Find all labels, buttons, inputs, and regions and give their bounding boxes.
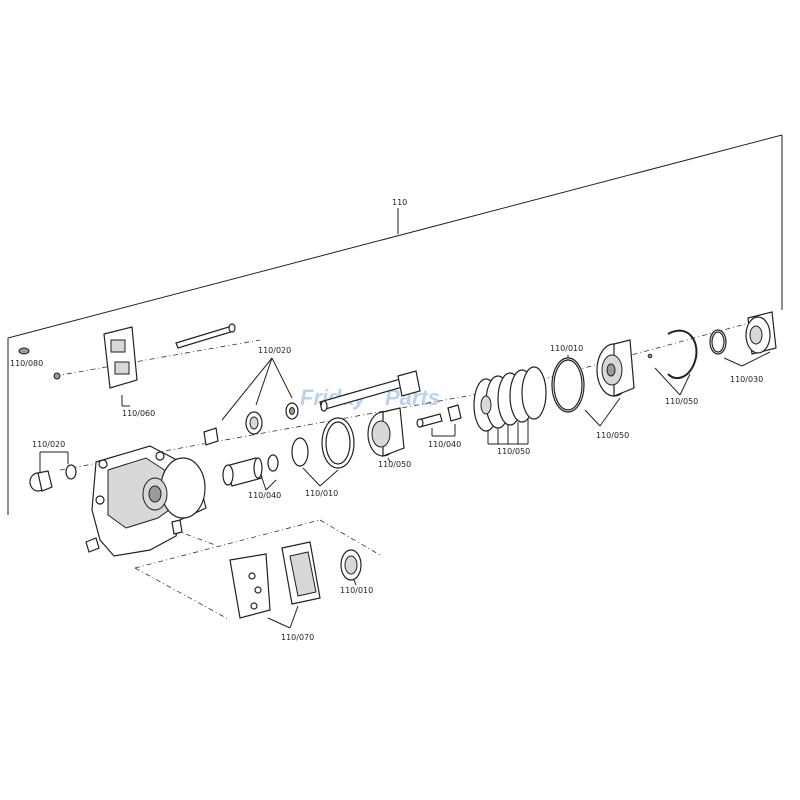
part-110-040-sleeve: [222, 454, 279, 491]
part-110-060-group: [53, 323, 236, 407]
label-110-060: 110/060: [122, 409, 155, 418]
part-110-040-pin: [416, 404, 462, 437]
group-110-bracket: [7, 134, 783, 515]
label-110-040-mid: 110/040: [248, 491, 281, 500]
label-110-010-mid: 110/010: [305, 489, 338, 498]
part-110-020-group: [203, 357, 299, 446]
label-110: 110: [392, 198, 407, 207]
part-110-010-rings: [291, 417, 355, 487]
label-110-050-a: 110/050: [378, 460, 411, 469]
part-110-050-piston: [367, 407, 405, 463]
part-110-010-seal: [340, 549, 362, 586]
part-110-020-bushing: [29, 451, 77, 492]
part-110-050-snap-ring: [647, 329, 698, 396]
part-caliper-housing: [85, 445, 207, 557]
label-110-080: 110/080: [10, 359, 43, 368]
label-110-050-d: 110/050: [665, 397, 698, 406]
label-110-070: 110/070: [281, 633, 314, 642]
part-110-050-disc-stack: [473, 366, 547, 445]
part-110-070-brake-pads: [229, 541, 321, 629]
part-110-030-nut: [709, 311, 777, 367]
part-110-050-cup: [584, 339, 635, 427]
label-110-050-c: 110/050: [596, 431, 629, 440]
label-110-020-left: 110/020: [32, 440, 65, 449]
part-long-bolt: [319, 370, 421, 412]
part-110-010-large-ring: [551, 355, 585, 413]
label-110-040-b: 110/040: [428, 440, 461, 449]
label-110-050-b: 110/050: [497, 447, 530, 456]
label-110-020-top: 110/020: [258, 346, 291, 355]
part-110-080-plug: [18, 347, 30, 355]
label-110-010-low: 110/010: [340, 586, 373, 595]
label-110-030: 110/030: [730, 375, 763, 384]
label-110-010-top: 110/010: [550, 344, 583, 353]
